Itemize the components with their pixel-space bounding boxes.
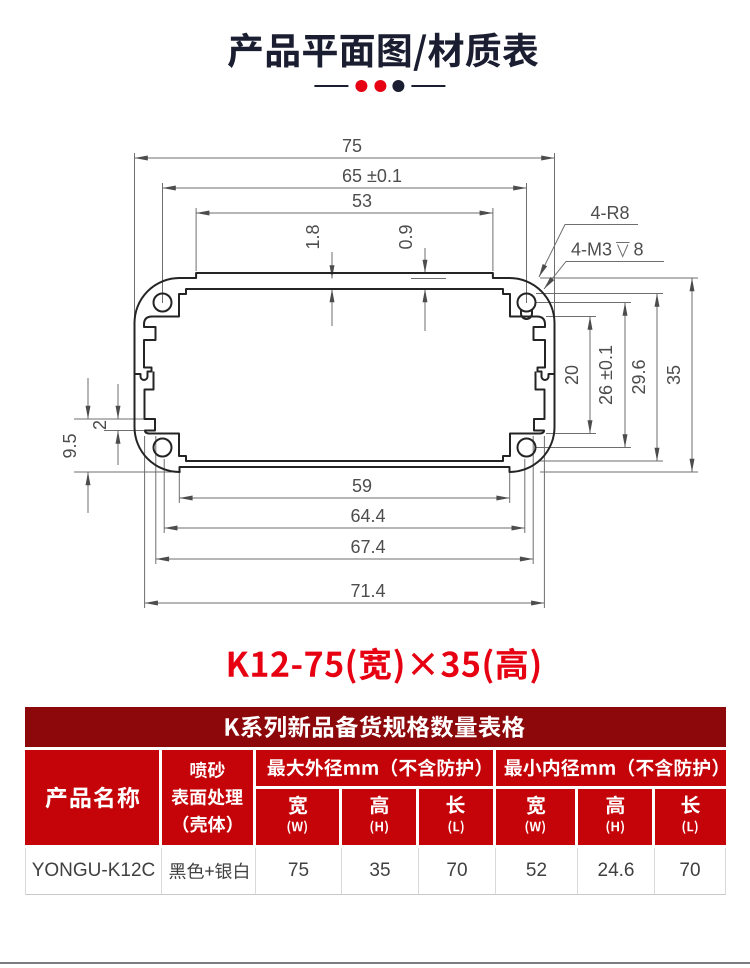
dim-label-53: 53: [352, 191, 372, 211]
page-title-text: [227, 32, 539, 71]
row-min-inner-l: 70: [655, 848, 726, 895]
subcol-max-l-en: [447, 819, 465, 840]
title-divider: [314, 80, 446, 92]
row-product-name: YONGU-K12C: [25, 848, 162, 895]
dim-label-2: 2: [90, 420, 110, 430]
col-header-surface: [162, 750, 256, 848]
dim-label-0-9: 0.9: [396, 224, 416, 249]
subcol-max-w: [256, 789, 342, 848]
subcol-max-h: [342, 789, 419, 848]
profile-outer: [133, 272, 556, 473]
subcol-max-h-cn: [370, 795, 388, 815]
screw-holes: [152, 292, 537, 458]
spec-table-title: [25, 707, 726, 750]
profile-top-shell-inner: [133, 288, 556, 381]
dimension-lines: [74, 153, 698, 608]
spec-table-title-text: [225, 715, 526, 739]
subcol-max-l: [419, 789, 496, 848]
row-surface: [162, 848, 256, 895]
divider-line-left: [314, 85, 349, 87]
dim-label-59: 59: [352, 476, 372, 496]
surface-line-3: [183, 815, 232, 834]
subcol-min-w-cn: [526, 795, 545, 815]
subcol-max-l-cn: [446, 795, 466, 815]
subcol-min-l-en: [681, 819, 699, 840]
divider-line-right: [411, 85, 446, 87]
dim-label-26: 26 ±0.1: [596, 345, 616, 405]
subcol-max-l-en-glyph: [448, 820, 464, 834]
divider-dot-1: [355, 80, 368, 92]
row-max-outer-h: 35: [342, 848, 419, 895]
surface-line-2: [171, 788, 244, 806]
subcol-max-w-en-glyph: [287, 820, 308, 834]
section-divider: [0, 962, 750, 964]
subcol-min-l: [655, 789, 726, 848]
col-header-min-inner: [496, 750, 726, 789]
subcol-min-w-en: [524, 819, 547, 840]
row-surface-text: [169, 862, 248, 880]
model-caption: [227, 646, 541, 690]
col-header-max-outer: [256, 750, 496, 789]
col-header-product-name-text: [45, 786, 139, 809]
row-min-inner-h: 24.6: [578, 848, 655, 895]
dim-label-29-6: 29.6: [629, 359, 649, 394]
subcol-max-h-en-glyph: [370, 820, 388, 834]
note-screw-depth: 8: [634, 240, 644, 260]
col-header-max-outer-text: [267, 758, 482, 778]
subcol-min-h-en-glyph: [606, 820, 624, 834]
dim-label-64-4: 64.4: [350, 506, 385, 526]
dim-label-67-4: 67.4: [350, 537, 385, 557]
technical-drawing: 75 65 ±0.1 53 1.8 0.9 20 26 ±0.1 29.6 35 9.5 2 59 64…: [60, 136, 698, 608]
subcol-max-w-cn: [288, 795, 307, 815]
subcol-min-l-cn: [681, 795, 700, 815]
row-min-inner-w: 52: [496, 848, 578, 895]
model-caption-text: [228, 647, 540, 684]
subcol-min-h-cn: [606, 795, 624, 815]
surface-line-1: [190, 761, 225, 779]
dim-label-1-8: 1.8: [303, 224, 323, 249]
dim-label-20: 20: [562, 365, 582, 385]
subcol-min-w-en-glyph: [525, 820, 546, 834]
dim-label-35: 35: [664, 365, 684, 385]
spec-table: YONGU-K12C 75 35 70 52 24.6 70: [25, 707, 726, 895]
depth-symbol-icon: [616, 242, 630, 258]
profile-bottom-shell-inner: [143, 371, 546, 462]
divider-dot-3: [392, 80, 405, 92]
page-title: [226, 31, 539, 77]
dim-label-9-5: 9.5: [60, 433, 80, 458]
dimension-labels: 75 65 ±0.1 53 1.8 0.9 20 26 ±0.1 29.6 35 9.5 2 59 64…: [60, 136, 684, 601]
note-screw-thread: 4-M3: [571, 240, 612, 260]
dim-label-71-4: 71.4: [350, 581, 385, 601]
col-header-min-inner-text: [504, 758, 718, 778]
subcol-max-h-en: [369, 819, 390, 840]
row-max-outer-w: 75: [256, 848, 342, 895]
subcol-min-h: [578, 789, 655, 848]
subcol-min-w: [496, 789, 578, 848]
col-header-product-name: [25, 750, 162, 848]
note-corner-radius: 4-R8: [590, 203, 629, 223]
subcol-max-w-en: [286, 819, 309, 840]
row-max-outer-l: 70: [419, 848, 496, 895]
dim-label-75: 75: [342, 136, 362, 156]
subcol-min-l-en-glyph: [682, 820, 699, 834]
dim-label-65: 65 ±0.1: [342, 166, 402, 186]
subcol-min-h-en: [605, 819, 626, 840]
divider-dot-2: [374, 80, 386, 92]
profile-outline: [133, 272, 556, 473]
